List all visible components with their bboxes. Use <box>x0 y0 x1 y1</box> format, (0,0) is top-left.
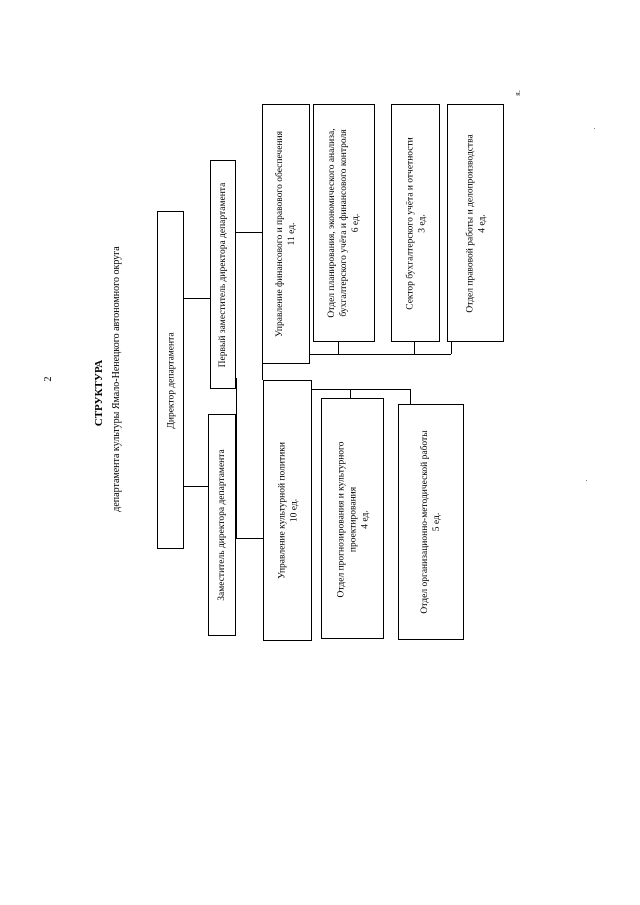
node-finance-mgmt-line: Управление финансового и правового обесп… <box>275 131 285 337</box>
node-director <box>157 211 184 549</box>
node-finance-mgmt-count: 11 ед. <box>287 222 297 246</box>
connector <box>451 342 452 354</box>
connector <box>236 538 263 539</box>
connector <box>350 389 351 398</box>
node-forecasting-dept-count: 4 ед. <box>359 509 370 529</box>
node-deputy-label: Заместитель директора департамента <box>208 415 236 635</box>
node-culture-policy-count: 10 ед. <box>288 498 299 523</box>
node-legal-dept-label: Отдел правовой работы и делопроизводства… <box>447 108 504 338</box>
document-title: СТРУКТУРА <box>93 359 105 427</box>
node-finance-mgmt <box>262 104 310 364</box>
node-legal-dept-line: Отдел правовой работы и делопроизводства <box>464 133 475 313</box>
node-legal-dept-count: 4 ед. <box>476 213 487 233</box>
node-accounting-sector-line: Сектор бухгалтерского учёта и отчетности <box>404 136 415 310</box>
node-planning-dept <box>313 104 375 342</box>
node-methodical-dept-count: 5 ед. <box>432 512 442 532</box>
node-culture-policy-label: Управление культурной политики 10 ед. <box>263 386 312 636</box>
node-director-label: Директор департамента <box>157 250 184 510</box>
node-legal-dept <box>447 104 504 342</box>
node-forecasting-dept-label: Отдел прогнозирования и культурного прое… <box>321 404 384 634</box>
node-forecasting-dept-line: проектирования <box>347 486 358 552</box>
speck <box>586 480 587 481</box>
node-first-deputy-line: Первый заместитель директора департамент… <box>218 182 228 367</box>
corner-mark: я. <box>513 90 522 96</box>
node-director-line: Директор департамента <box>165 331 176 429</box>
connector <box>410 389 411 404</box>
node-finance-mgmt-label: Управление финансового и правового обесп… <box>262 109 310 359</box>
connector <box>312 389 410 390</box>
node-forecasting-dept-line: Отдел прогнозирования и культурного <box>335 441 346 597</box>
node-planning-dept-count: 6 ед. <box>351 213 361 233</box>
page-number: 2 <box>43 376 54 382</box>
node-planning-dept-label: Отдел планирования, экономического анали… <box>313 108 375 338</box>
node-planning-dept-line: Отдел планирования, экономического анали… <box>327 128 337 318</box>
node-methodical-dept-label: Отдел организационно-методической работы… <box>398 407 464 637</box>
node-deputy-line: Заместитель директора департамента <box>217 449 227 601</box>
node-accounting-sector-label: Сектор бухгалтерского учёта и отчетности… <box>391 108 440 338</box>
node-culture-policy <box>263 380 312 641</box>
node-accounting-sector-count: 3 ед. <box>416 213 427 233</box>
document-subtitle: департамента культуры Ямало-Ненецкого ав… <box>111 246 122 512</box>
node-methodical-dept-line: Отдел организационно-методической работы <box>420 430 430 614</box>
connector <box>262 364 263 380</box>
connector <box>310 354 451 355</box>
connector <box>236 378 237 538</box>
node-deputy <box>208 414 236 636</box>
node-first-deputy <box>210 160 236 389</box>
node-methodical-dept <box>398 404 464 640</box>
connector <box>236 232 262 233</box>
node-culture-policy-line: Управление культурной политики <box>276 442 287 579</box>
node-planning-dept-line: бухгалтерского учёта и финансового контр… <box>339 129 349 317</box>
speck <box>594 128 595 129</box>
connector <box>184 486 208 487</box>
node-accounting-sector <box>391 104 440 342</box>
node-first-deputy-label: Первый заместитель директора департамент… <box>210 165 236 385</box>
connector <box>338 342 339 354</box>
connector <box>184 298 210 299</box>
node-forecasting-dept <box>321 398 384 639</box>
connector <box>414 342 415 354</box>
